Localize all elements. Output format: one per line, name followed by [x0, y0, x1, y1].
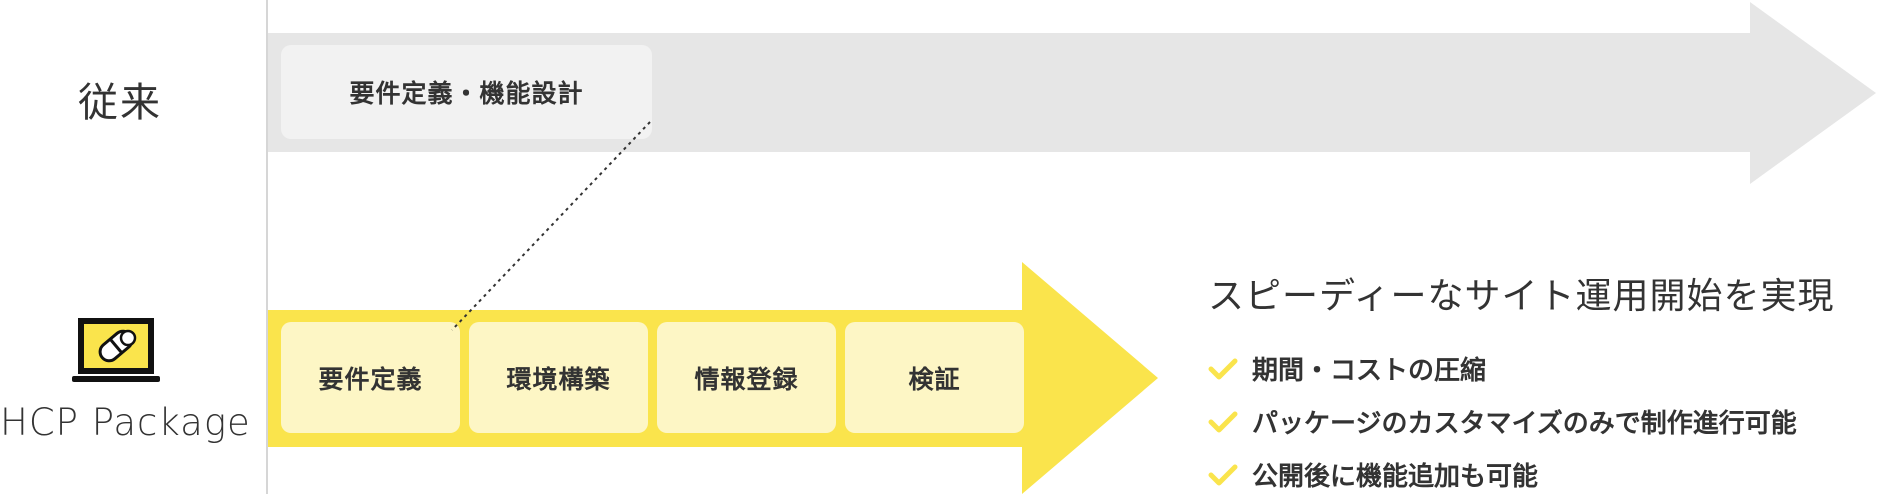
check-icon — [1208, 411, 1238, 432]
conventional-label: 従来 — [78, 80, 162, 126]
benefit-text: パッケージのカスタマイズのみで制作進行可能 — [1252, 409, 1797, 439]
hcp-stage-verification: 検証 — [845, 322, 1024, 433]
benefit-title: スピーディーなサイト運用開始を実現 — [1208, 276, 1835, 317]
benefit-text: 期間・コストの圧縮 — [1252, 356, 1487, 386]
benefit-item: パッケージのカスタマイズのみで制作進行可能 — [1208, 395, 1797, 448]
benefit-item: 期間・コストの圧縮 — [1208, 342, 1797, 395]
divider-line — [266, 0, 268, 494]
conventional-stage: 要件定義・機能設計 — [281, 45, 652, 139]
hcp-label: HCP Package — [0, 401, 251, 444]
check-icon — [1208, 464, 1238, 485]
hcp-stage-requirements: 要件定義 — [281, 322, 460, 433]
benefit-list: 期間・コストの圧縮 パッケージのカスタマイズのみで制作進行可能 公開後に機能追加… — [1208, 342, 1797, 501]
benefit-text: 公開後に機能追加も可能 — [1252, 462, 1539, 492]
check-icon — [1208, 358, 1238, 379]
hcp-stage-registration: 情報登録 — [657, 322, 836, 433]
hcp-stage-environment: 環境構築 — [469, 322, 648, 433]
benefit-item: 公開後に機能追加も可能 — [1208, 448, 1797, 501]
laptop-icon — [72, 318, 160, 382]
conventional-arrow — [268, 2, 1876, 184]
